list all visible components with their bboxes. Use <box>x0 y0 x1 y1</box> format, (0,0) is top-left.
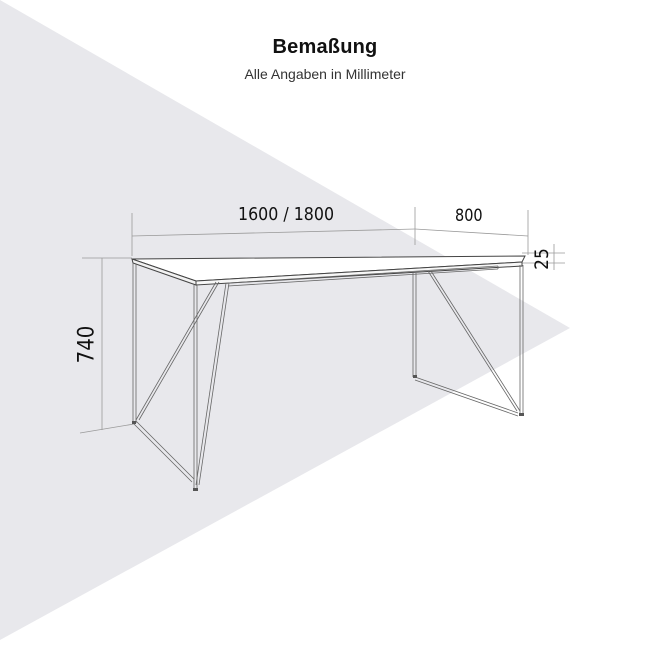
thickness-dimension-label: 25 <box>531 248 554 270</box>
depth-dimension-label: 800 <box>455 206 483 226</box>
tabletop <box>131 255 526 286</box>
desk-legs <box>132 263 524 490</box>
dimension-lines <box>79 207 565 434</box>
page-subtitle: Alle Angaben in Millimeter <box>244 66 406 82</box>
page-title: Bemaßung <box>272 36 378 58</box>
width-dimension-label: 1600 / 1800 <box>238 204 335 225</box>
height-dimension-label: 740 <box>74 325 100 364</box>
